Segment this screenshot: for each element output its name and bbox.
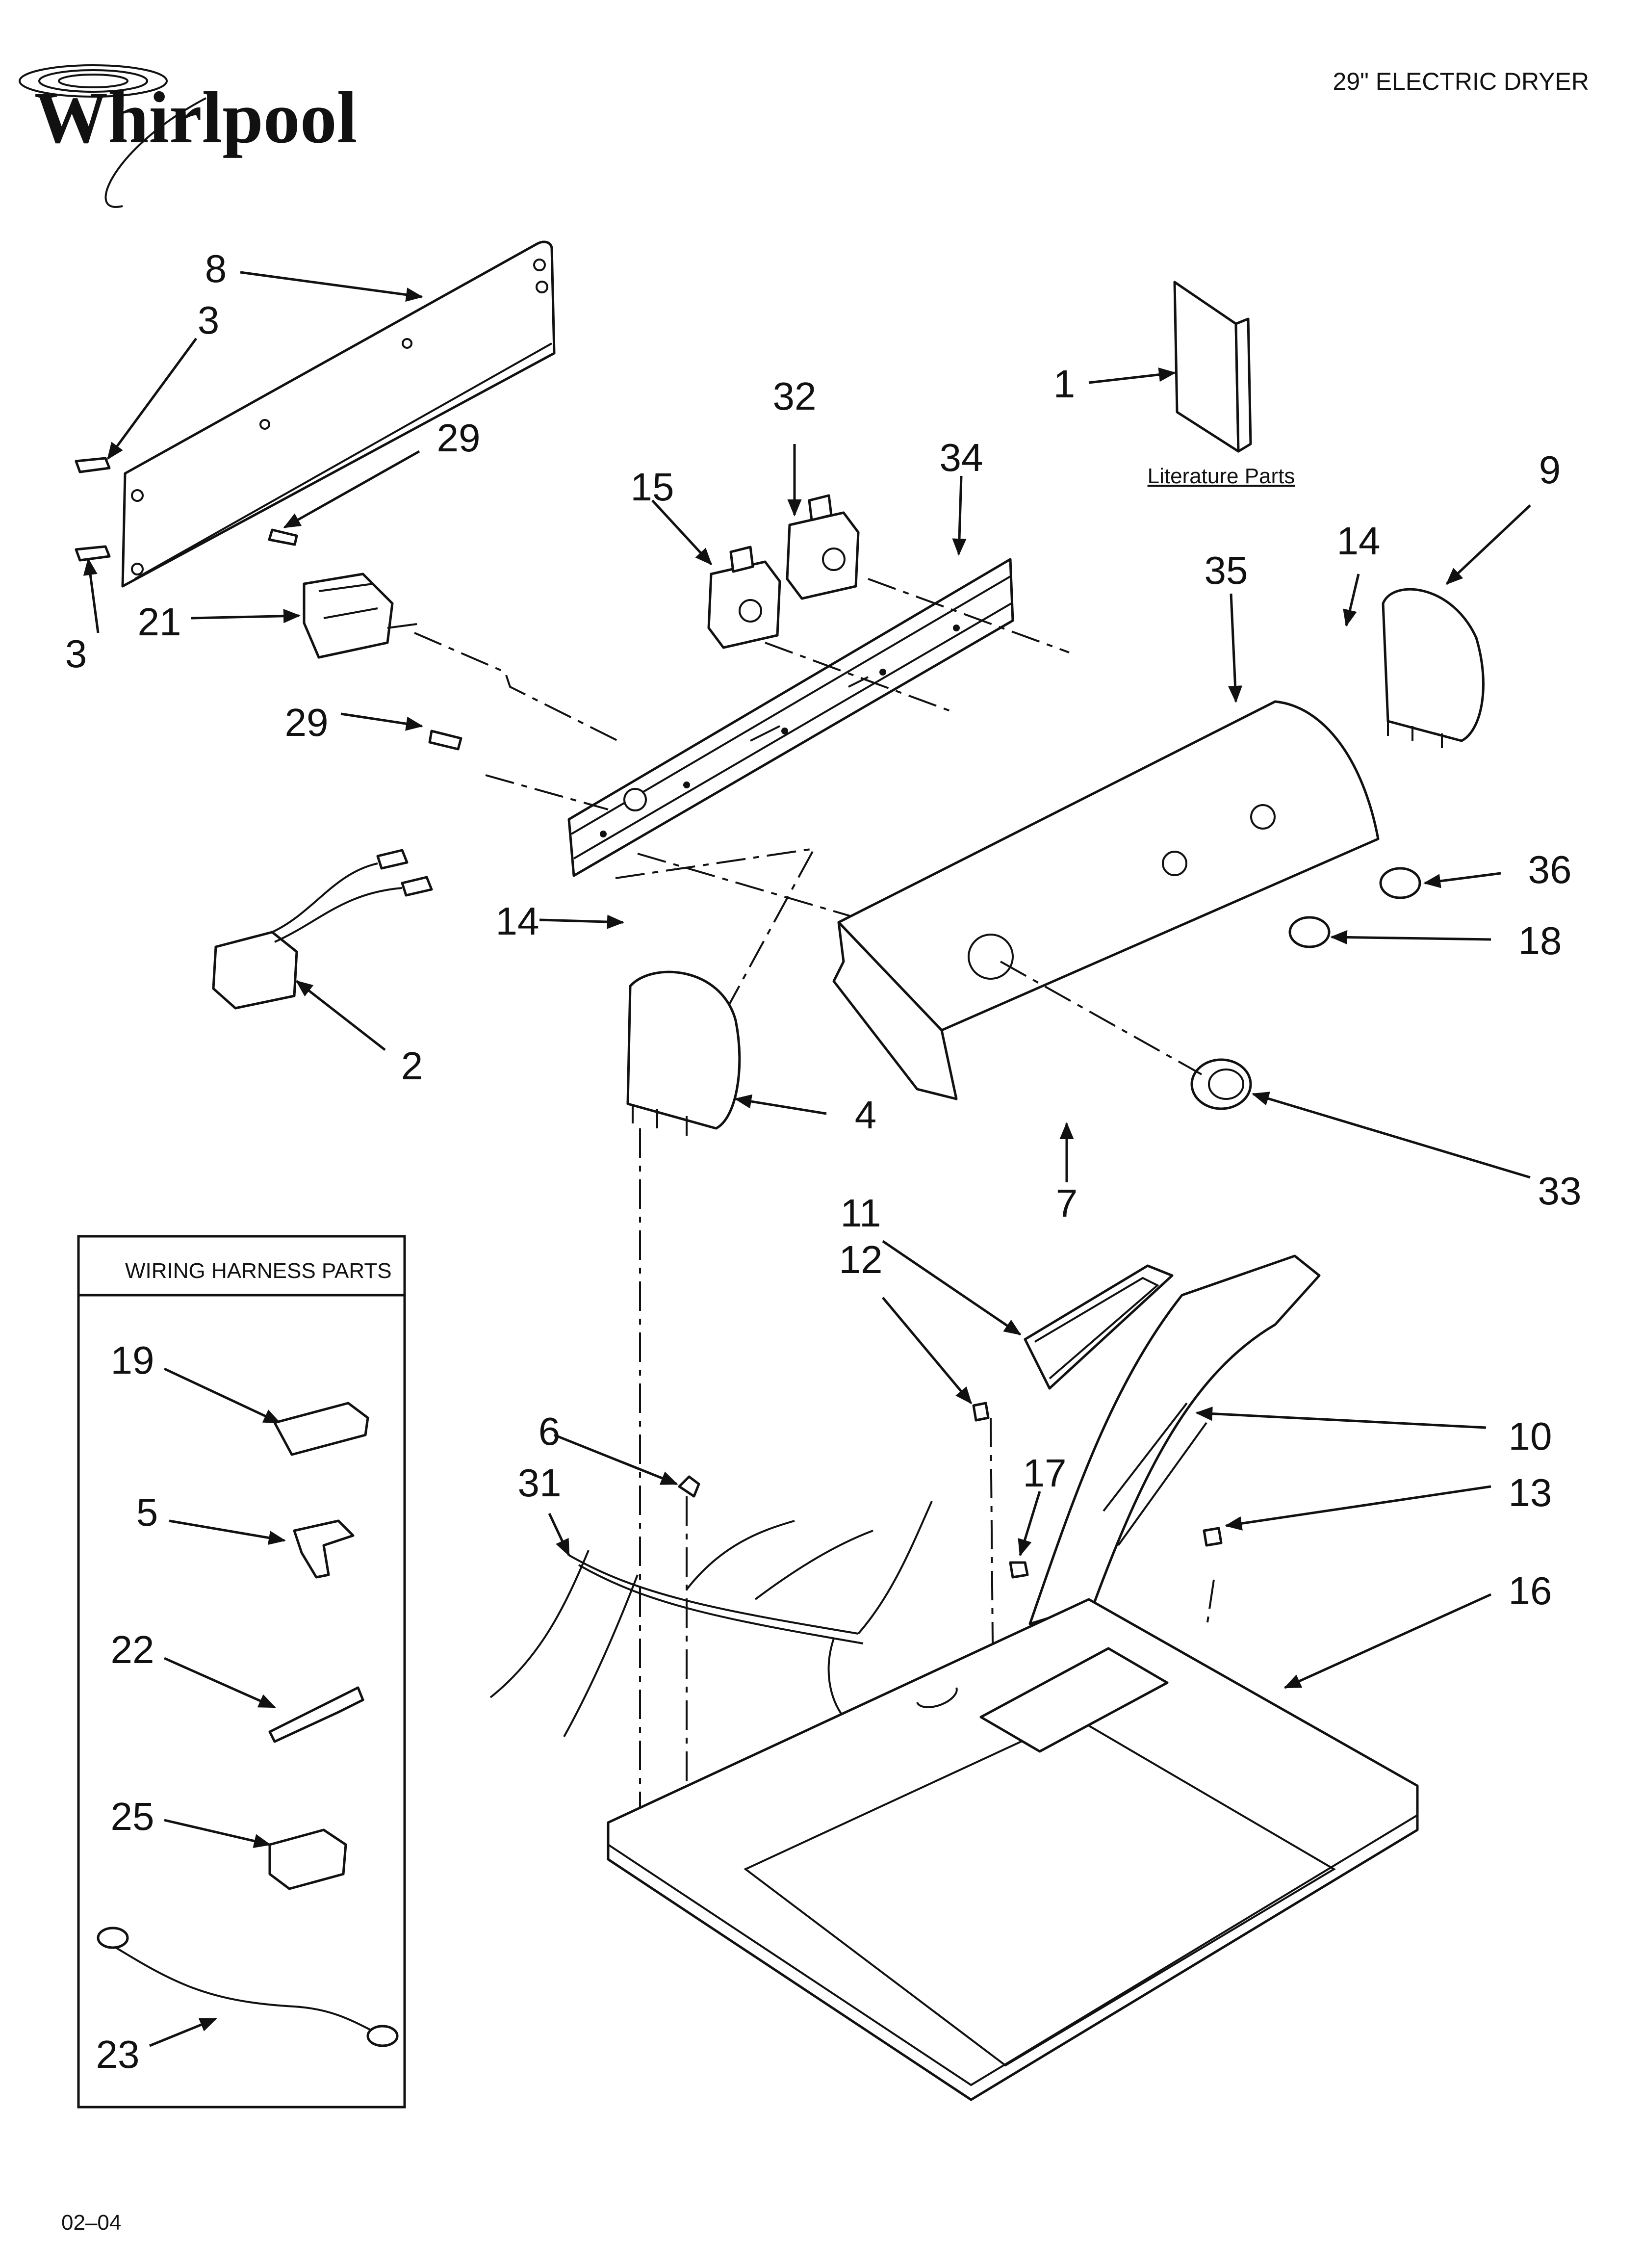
connector-19-part (273, 1402, 369, 1456)
callout-21: 21 (138, 600, 181, 644)
literature-booklet-part: Literature Parts (1148, 281, 1295, 488)
callout-25: 25 (111, 1795, 154, 1838)
screw-17-part (1009, 1561, 1029, 1579)
lint-screen-part (1024, 1264, 1174, 1390)
callout-22: 22 (111, 1628, 154, 1671)
callout-6: 6 (539, 1409, 561, 1453)
console-part (832, 700, 1380, 1100)
leader-lines (83, 271, 1531, 1689)
page-title: 29" ELECTRIC DRYER (1333, 68, 1589, 95)
footer-code: 02–04 (61, 2211, 121, 2235)
harness-plug-part (212, 849, 433, 1010)
cord-23-part (107, 1942, 383, 2037)
callout-18: 18 (1518, 919, 1562, 963)
knob-part (1000, 867, 1421, 1110)
callout-29b: 29 (285, 701, 329, 744)
callout-17: 17 (1023, 1451, 1067, 1495)
callout-5: 5 (136, 1490, 158, 1534)
callout-10: 10 (1509, 1414, 1552, 1458)
wiring-box-title: WIRING HARNESS PARTS (125, 1259, 392, 1283)
callout-3b: 3 (65, 632, 87, 676)
callout-2: 2 (401, 1044, 423, 1088)
callout-9: 9 (1539, 448, 1561, 492)
end-cap-right-part (1382, 588, 1485, 748)
callout-19: 19 (111, 1338, 154, 1382)
callout-14b: 14 (496, 899, 539, 943)
screw-part (75, 457, 462, 751)
callout-1: 1 (1053, 362, 1076, 406)
push-switch-part (786, 494, 860, 600)
callout-12: 12 (839, 1238, 883, 1281)
callout-7: 7 (1056, 1181, 1078, 1225)
control-bracket-part (567, 558, 1014, 877)
callout-23: 23 (96, 2033, 140, 2076)
screw-13-part (1203, 1527, 1223, 1547)
brand-name: Whirlpool (34, 77, 357, 158)
callout-34: 34 (940, 436, 983, 479)
end-cap-left-part (626, 970, 741, 1825)
callout-33: 33 (1538, 1169, 1582, 1213)
callout-13: 13 (1509, 1471, 1552, 1514)
callout-numbers: 1 2 3 3 4 5 6 7 8 9 10 11 12 13 14 14 15… (65, 247, 1582, 2076)
callout-14a: 14 (1337, 519, 1381, 563)
timer-switch-part (303, 573, 618, 742)
literature-label: Literature Parts (1148, 464, 1295, 488)
selector-switch-part (707, 546, 781, 649)
callout-3a: 3 (198, 298, 220, 342)
callout-35: 35 (1205, 548, 1248, 592)
callout-11: 11 (840, 1191, 881, 1235)
callout-16: 16 (1509, 1569, 1552, 1613)
wire-harness-part (489, 1501, 933, 1737)
callout-36: 36 (1528, 848, 1572, 891)
lint-clip-part (972, 1402, 990, 1422)
dryer-base-part (607, 1598, 1419, 2101)
wire-clip-part (678, 1475, 700, 1498)
callout-4: 4 (855, 1093, 877, 1137)
clip-5-part (293, 1519, 355, 1579)
wiring-harness-parts-box: WIRING HARNESS PARTS (77, 1235, 406, 2109)
whirlpool-logo: Whirlpool (19, 64, 357, 208)
plug-25-part (268, 1828, 347, 1890)
callout-31: 31 (518, 1461, 562, 1505)
callout-29a: 29 (437, 416, 481, 460)
callout-15: 15 (631, 465, 674, 509)
callout-32: 32 (773, 374, 817, 418)
terminal-22-part (268, 1686, 364, 1743)
callout-8: 8 (205, 247, 227, 290)
rear-panel-part (121, 240, 556, 588)
